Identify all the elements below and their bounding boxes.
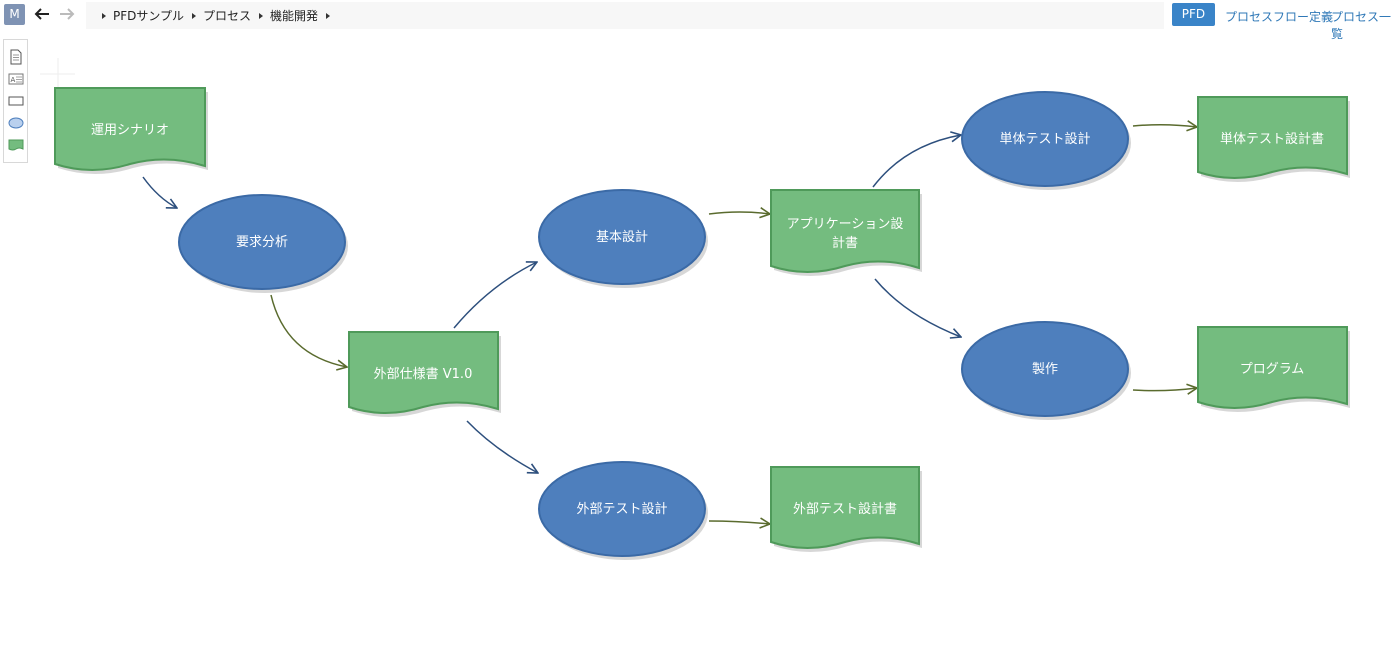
deliverable-label: 外部テスト設計書	[793, 501, 897, 517]
deliverable-label: プログラム	[1240, 362, 1305, 377]
breadcrumb-item[interactable]: PFDサンプル	[102, 7, 184, 24]
process-label: 基本設計	[596, 229, 648, 245]
process-ext-test-design[interactable]: 外部テスト設計	[538, 461, 708, 560]
document-tool-icon[interactable]	[8, 49, 24, 65]
breadcrumb-item[interactable]: 機能開発	[259, 7, 318, 24]
shape-toolbox: A	[3, 39, 28, 163]
arrow-basic-design-to-app-design[interactable]	[708, 212, 770, 214]
process-label: 製作	[1032, 362, 1058, 377]
deliverable-app-design[interactable]: アプリケーション設 計書	[770, 189, 922, 276]
deliverable-program[interactable]: プログラム	[1197, 326, 1350, 412]
back-arrow-icon[interactable]	[32, 4, 52, 24]
process-requirements[interactable]: 要求分析	[178, 194, 348, 293]
breadcrumb-item[interactable]: プロセス	[192, 7, 251, 24]
deliverable-scenario[interactable]: 運用シナリオ	[54, 87, 208, 174]
app-menu-icon[interactable]: M	[4, 4, 25, 25]
deliverable-label: 計書	[832, 235, 858, 251]
process-unit-test-design[interactable]: 単体テスト設計	[961, 91, 1131, 190]
breadcrumb: PFDサンプル プロセス 機能開発	[86, 2, 1164, 29]
process-label: 要求分析	[236, 235, 288, 250]
breadcrumb-arrow-icon	[326, 12, 331, 19]
breadcrumb-label[interactable]: PFDサンプル	[113, 9, 185, 23]
arrow-app-design-to-unit-test-design[interactable]	[872, 135, 961, 188]
process-label: 単体テスト設計	[999, 131, 1090, 147]
deliverable-external-spec[interactable]: 外部仕様書 V1.0	[348, 331, 501, 417]
deliverable-label: アプリケーション設	[787, 216, 904, 232]
top-bar: M PFDサンプル プロセス 機能開発 PFD プロセスフロー定義 プロセス一覧	[0, 0, 1396, 41]
canvas-guide	[40, 58, 75, 90]
breadcrumb-arrow-icon	[192, 12, 197, 19]
arrow-requirements-to-external-spec[interactable]	[270, 294, 347, 367]
text-tool-icon[interactable]: A	[8, 71, 24, 87]
pfd-button[interactable]: PFD	[1172, 3, 1215, 26]
deliverable-tool-icon[interactable]	[8, 137, 24, 153]
arrow-manufacturing-to-program[interactable]	[1132, 388, 1197, 391]
svg-text:A: A	[11, 76, 16, 84]
breadcrumb-item[interactable]	[326, 12, 337, 19]
breadcrumb-label[interactable]: プロセス	[203, 9, 252, 23]
arrow-app-design-to-manufacturing[interactable]	[874, 278, 961, 337]
arrow-scenario-to-requirements[interactable]	[142, 176, 177, 208]
process-basic-design[interactable]: 基本設計	[538, 189, 708, 288]
deliverable-label: 運用シナリオ	[91, 123, 169, 138]
arrow-ext-test-design-to-ext-test-doc[interactable]	[708, 521, 770, 524]
ellipse-tool-icon[interactable]	[8, 115, 24, 131]
arrow-external-spec-to-basic-design[interactable]	[453, 262, 537, 329]
deliverable-label: 外部仕様書 V1.0	[374, 367, 473, 382]
deliverable-label: 単体テスト設計書	[1220, 131, 1324, 147]
rectangle-tool-icon[interactable]	[8, 93, 24, 109]
forward-arrow-icon[interactable]	[57, 4, 77, 24]
deliverable-ext-test-doc[interactable]: 外部テスト設計書	[770, 466, 922, 552]
breadcrumb-label[interactable]: 機能開発	[270, 9, 319, 23]
process-list-link[interactable]: プロセス一覧	[1331, 10, 1392, 41]
arrow-unit-test-design-to-unit-test-doc[interactable]	[1132, 125, 1197, 127]
deliverable-unit-test-doc[interactable]: 単体テスト設計書	[1197, 96, 1350, 182]
process-manufacturing[interactable]: 製作	[961, 321, 1131, 420]
process-label: 外部テスト設計	[576, 501, 667, 517]
arrow-external-spec-to-ext-test-design[interactable]	[466, 420, 538, 473]
breadcrumb-arrow-icon	[102, 12, 106, 19]
process-flow-definition-link[interactable]: プロセスフロー定義	[1225, 10, 1334, 24]
breadcrumb-arrow-icon	[259, 12, 264, 19]
